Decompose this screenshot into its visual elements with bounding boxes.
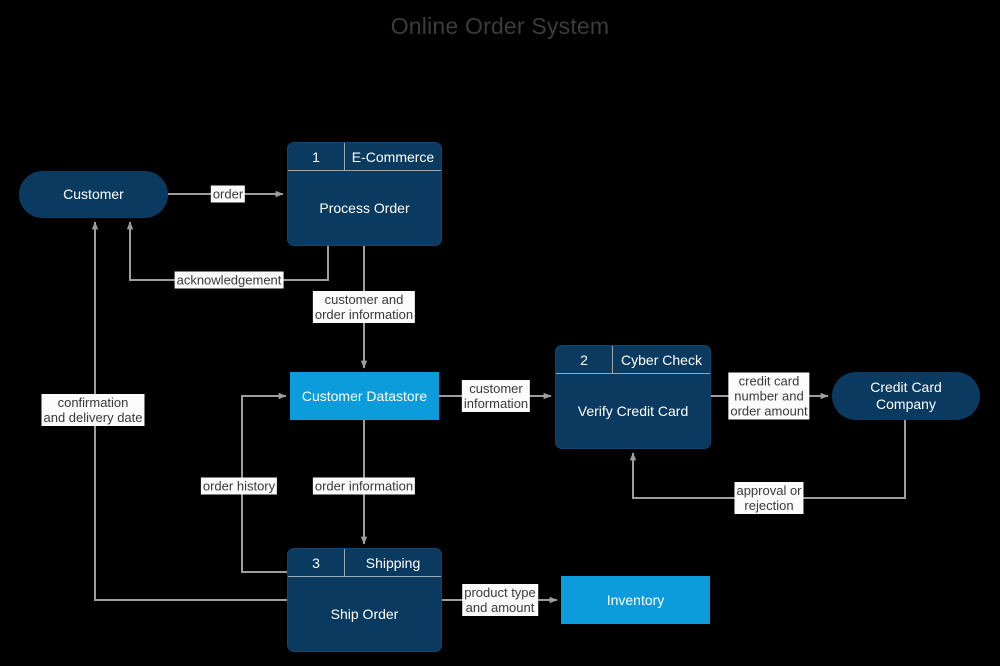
flow-label-customer-and-order-information: customer and order information — [312, 291, 416, 323]
verify-credit-card-action: Verify Credit Card — [577, 403, 689, 419]
ship-order-header: 3 Shipping — [288, 549, 441, 577]
flow-label-customer-information: customer information — [461, 380, 531, 412]
process-verify-credit-card[interactable]: 2 Cyber Check Verify Credit Card — [555, 345, 711, 449]
ship-order-name: Shipping — [365, 554, 421, 571]
process-order-action: Process Order — [319, 200, 410, 216]
flow-label-confirmation-and-delivery-date: confirmation and delivery date — [41, 394, 145, 426]
process-ship-order[interactable]: 3 Shipping Ship Order — [287, 548, 442, 652]
process-process-order[interactable]: 1 E-Commerce Process Order — [287, 142, 442, 246]
verify-credit-card-number: 2 — [556, 346, 613, 373]
flow-label-product-type-and-amount: product type and amount — [462, 584, 538, 616]
flow-label-acknowledgement: acknowledgement — [174, 271, 284, 289]
verify-credit-card-header: 2 Cyber Check — [556, 346, 710, 374]
ship-order-number: 3 — [288, 549, 345, 576]
flow-label-order: order — [210, 185, 246, 203]
entity-customer-label: Customer — [63, 185, 124, 202]
datastore-customer-datastore-label: Customer Datastore — [301, 388, 428, 404]
ship-order-action: Ship Order — [330, 606, 399, 622]
flow-label-order-history: order history — [200, 477, 278, 495]
flow-label-credit-card-number-and-order-amount: credit card number and order amount — [728, 372, 810, 420]
flow-label-approval-or-rejection: approval or rejection — [734, 482, 804, 514]
datastore-inventory-label: Inventory — [606, 592, 665, 608]
flow-label-order-information: order information — [312, 477, 416, 495]
process-order-name: E-Commerce — [351, 148, 435, 165]
datastore-customer-datastore[interactable]: Customer Datastore — [290, 372, 439, 420]
datastore-inventory[interactable]: Inventory — [561, 576, 710, 624]
page-title: Online Order System — [390, 13, 610, 39]
entity-customer[interactable]: Customer — [19, 171, 168, 218]
entity-credit-card-company[interactable]: Credit Card Company — [832, 372, 980, 420]
verify-credit-card-name: Cyber Check — [621, 351, 702, 368]
entity-credit-card-company-label: Credit Card Company — [870, 378, 942, 413]
process-order-header: 1 E-Commerce — [288, 143, 441, 171]
process-order-number: 1 — [288, 143, 345, 170]
